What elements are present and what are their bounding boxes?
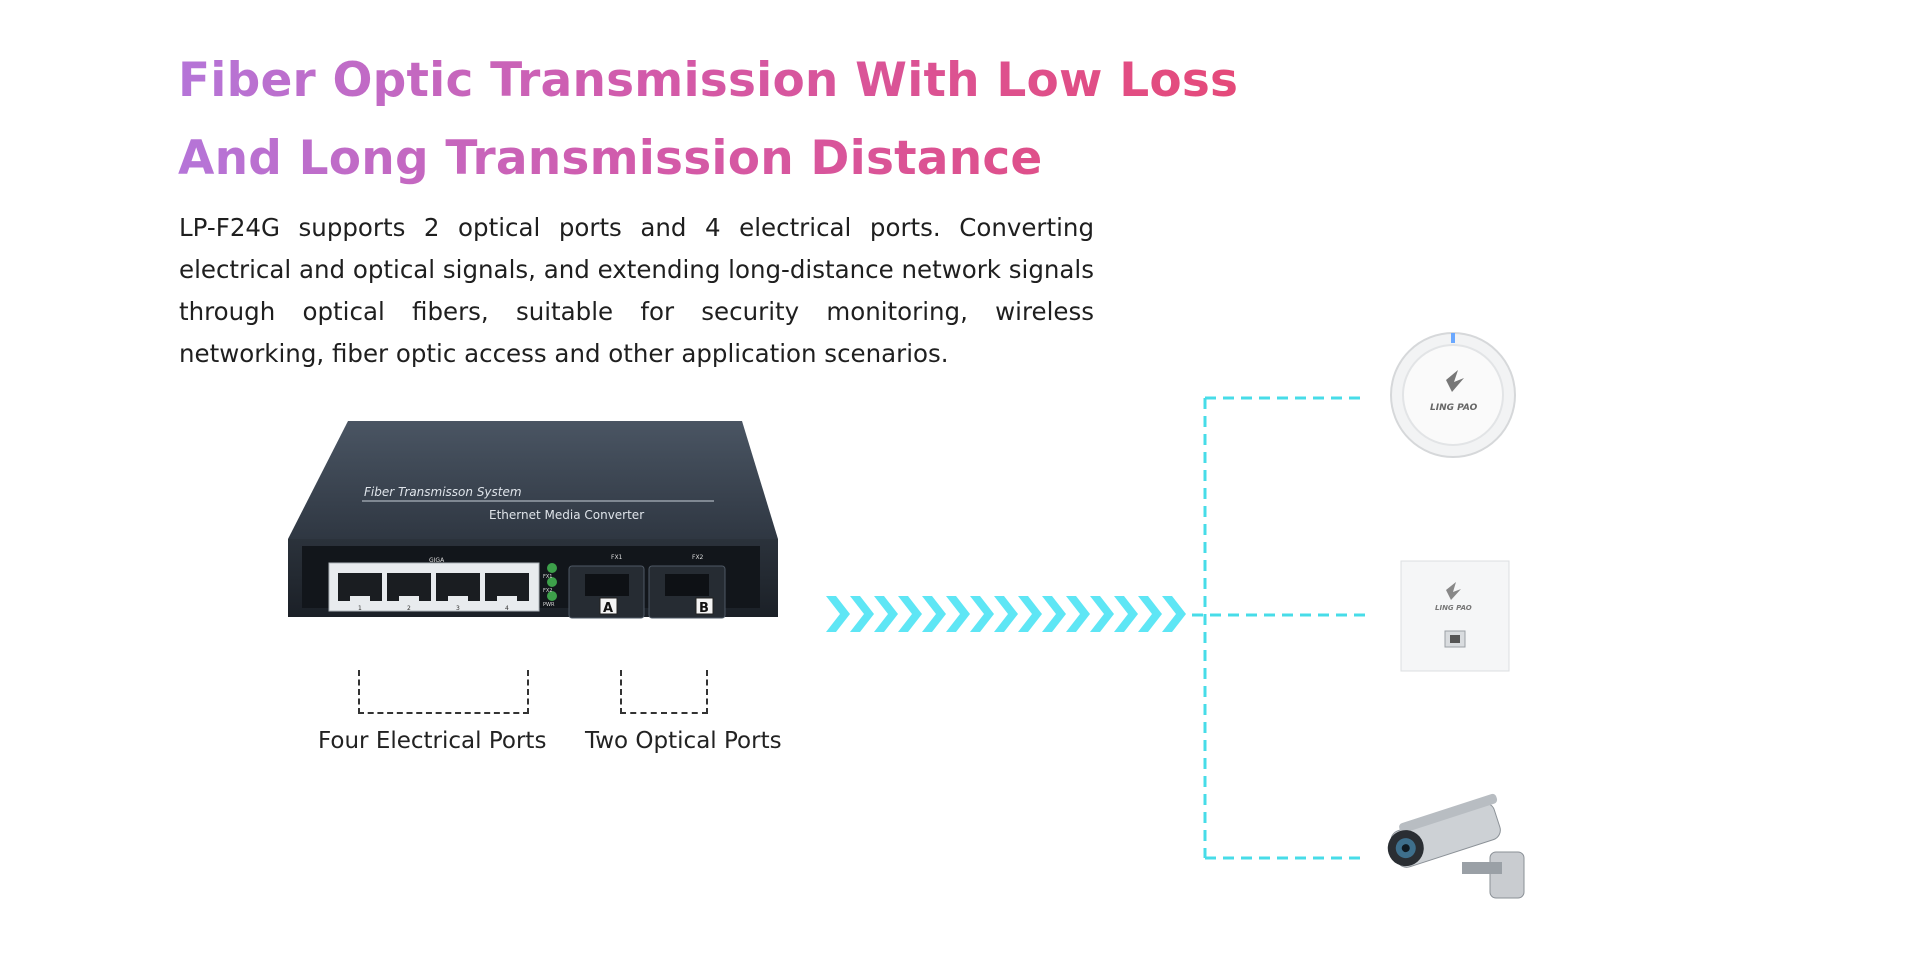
rj45-port-1 (338, 573, 382, 602)
led-fx2 (547, 577, 557, 587)
rj45-port-4 (485, 573, 529, 602)
optical-ports-label: Two Optical Ports (585, 728, 782, 754)
electrical-ports-label: Four Electrical Ports (318, 728, 547, 754)
ceiling-access-point: LING PAO (1388, 330, 1518, 464)
wall-panel-access-point: LING PAO (1400, 560, 1510, 676)
led-pwr (547, 591, 557, 601)
rj45-port-3 (436, 573, 480, 602)
panel-brand-text: LING PAO (1435, 604, 1472, 612)
fiber-port-a-label: A (603, 601, 613, 616)
svg-text:GIGA: GIGA (429, 557, 445, 564)
media-converter-device: Fiber Transmisson System Ethernet Media … (284, 416, 784, 650)
ap-brand-text: LING PAO (1430, 403, 1478, 413)
svg-text:FX2: FX2 (692, 554, 704, 561)
product-description: LP-F24G supports 2 optical ports and 4 e… (179, 213, 1095, 368)
fiber-port-a: A (568, 565, 645, 619)
device-sub-label: Ethernet Media Converter (489, 508, 644, 522)
security-camera (1380, 792, 1530, 911)
device-top-panel (288, 421, 778, 539)
fiber-port-b: B (648, 565, 726, 619)
fiber-port-b-label: B (699, 601, 709, 616)
svg-text:2: 2 (407, 605, 411, 612)
led-fx1 (547, 563, 557, 573)
svg-text:1: 1 (358, 605, 362, 612)
svg-text:FX2: FX2 (543, 588, 552, 594)
svg-text:PWR: PWR (543, 602, 555, 608)
svg-text:3: 3 (456, 605, 460, 612)
electrical-ports-bracket (358, 670, 529, 714)
device-top-label: Fiber Transmisson System (364, 485, 522, 499)
optical-ports-bracket (620, 670, 708, 714)
rj45-port-2 (387, 573, 431, 602)
svg-text:FX1: FX1 (543, 574, 552, 580)
svg-text:FX1: FX1 (611, 554, 623, 561)
svg-text:4: 4 (505, 605, 509, 612)
